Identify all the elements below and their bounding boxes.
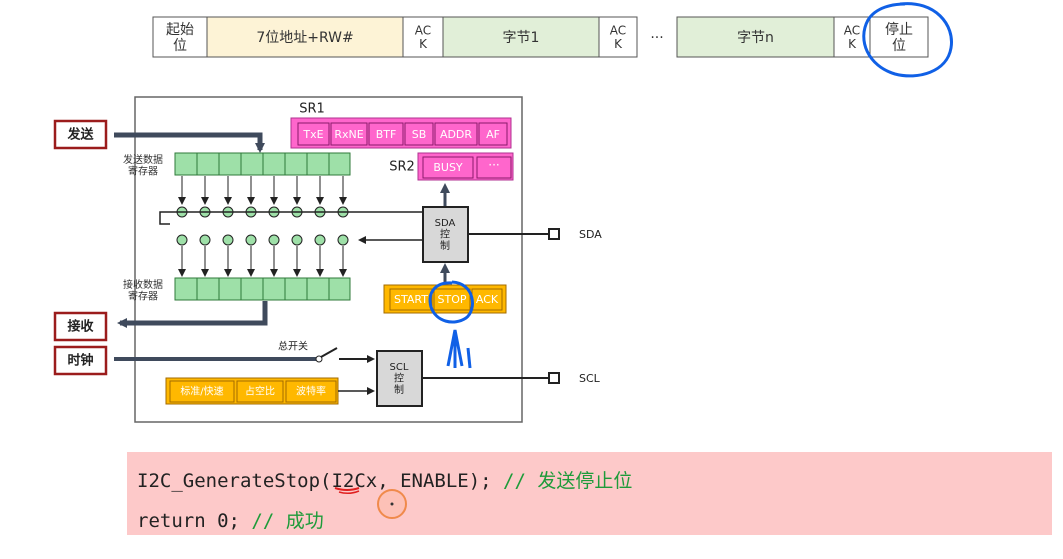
clock-label-box (53, 345, 108, 376)
recv-register-label: 接收数据寄存器 (123, 278, 163, 303)
sda-pin (548, 228, 560, 240)
code-panel: I2C_GenerateStop(I2Cx, ENABLE); // 发送停止位… (127, 452, 1052, 535)
sda-pin-label: SDA (579, 228, 602, 241)
sr2-bit-label-1: ··· (488, 158, 499, 172)
scl-control-block (376, 350, 423, 407)
sr1-bit-label-4: ADDR (440, 128, 472, 141)
clock-cfg-cell-0 (169, 380, 235, 403)
cursor-highlight-ring (377, 489, 407, 519)
send-register-label: 发送数据寄存器 (123, 153, 163, 178)
pen-circle-stop-bit (862, 2, 953, 78)
sr2-bit-more (476, 156, 512, 179)
code-line-2-comment: // 成功 (251, 510, 324, 532)
pen-circle-stop-bit-ctrl (428, 280, 474, 324)
sr1-bit-af (478, 122, 508, 146)
sr1-bit-txe (297, 122, 330, 146)
code-line-1-comment: // 发送停止位 (503, 470, 633, 492)
recv-label-box (53, 311, 108, 342)
rx-shift-node-0 (176, 234, 188, 246)
sr1-label: SR1 (299, 102, 325, 117)
clock-label: 时钟 (67, 353, 93, 369)
frame-cell-data-6 (676, 16, 835, 58)
sda-control-block (422, 206, 469, 263)
frame-cell-ack-2 (402, 16, 444, 58)
ctrl-bit-label-0: START (394, 293, 428, 306)
sr1-bit-sb (404, 122, 434, 146)
scl-pin (548, 372, 560, 384)
recv-label: 接收 (67, 319, 94, 335)
frame-cell-label-8: 停止位 (885, 21, 913, 54)
frame-cell-label-5: ··· (650, 30, 663, 46)
sr1-bit-label-5: AF (486, 128, 500, 141)
frame-cell-start-0 (152, 16, 208, 58)
recv-flow-arrow (117, 301, 268, 328)
switch-lever (320, 347, 338, 358)
rx-shift-node-4 (268, 234, 280, 246)
send-label: 发送 (66, 127, 94, 143)
sr1-bit-rxne (330, 122, 368, 146)
frame-cell-data-3 (442, 16, 600, 58)
scl-pin-label: SCL (579, 372, 601, 385)
rx-shift-node-5 (291, 234, 303, 246)
code-line-2: return 0; // 成功 (137, 506, 324, 533)
rx-shift-node-2 (222, 234, 234, 246)
clock-cfg-label-1: 占空比 (245, 385, 275, 398)
sr1-bit-label-3: SB (412, 128, 427, 141)
send-flow-arrow (114, 132, 265, 153)
frame-cell-label-1: 7位地址+RW# (256, 30, 353, 46)
rx-shift-node-1 (199, 234, 211, 246)
frame-cell-label-6: 字节n (737, 30, 774, 46)
sr2-bit-label-0: BUSY (433, 161, 463, 174)
cursor-dot (390, 502, 394, 506)
clock-cfg-cell-1 (236, 380, 284, 403)
ctrl-bit-start (389, 288, 433, 311)
frame-cell-stop-8 (869, 16, 929, 58)
pen-stroke-mark (466, 347, 472, 369)
sr1-bit-label-0: TxE (302, 128, 323, 141)
clock-cfg-cell-2 (285, 380, 337, 403)
rx-shift-node-7 (337, 234, 349, 246)
frame-cell-label-0: 起始位 (166, 22, 194, 54)
ctrl-bit-label-1: STOP (438, 293, 467, 306)
sr1-bit-addr (434, 122, 478, 146)
rx-shift-node-6 (314, 234, 326, 246)
ctrl-bit-label-2: ACK (476, 293, 499, 306)
sr1-bit-label-2: BTF (376, 128, 397, 141)
code-line-1-code: I2C_GenerateStop(I2Cx, ENABLE); (137, 470, 504, 492)
sr2-label: SR2 (389, 160, 415, 175)
frame-cell-ack-4 (598, 16, 638, 58)
clock-cfg-label-2: 波特率 (296, 385, 326, 398)
master-switch-label: 总开关 (278, 340, 308, 353)
frame-cell-label-3: 字节1 (503, 30, 540, 46)
code-line-1: I2C_GenerateStop(I2Cx, ENABLE); // 发送停止位 (137, 466, 632, 493)
clock-cfg-label-0: 标准/快速 (180, 386, 223, 398)
code-line-2-code: return 0; (137, 510, 252, 532)
ctrl-bit-stop (433, 288, 471, 311)
sr1-bit-btf (368, 122, 404, 146)
sr2-bit-busy (422, 156, 474, 179)
rx-shift-node-3 (245, 234, 257, 246)
sr1-bit-label-1: RxNE (334, 128, 363, 141)
switch-pivot (315, 355, 323, 363)
send-label-box (53, 119, 108, 150)
